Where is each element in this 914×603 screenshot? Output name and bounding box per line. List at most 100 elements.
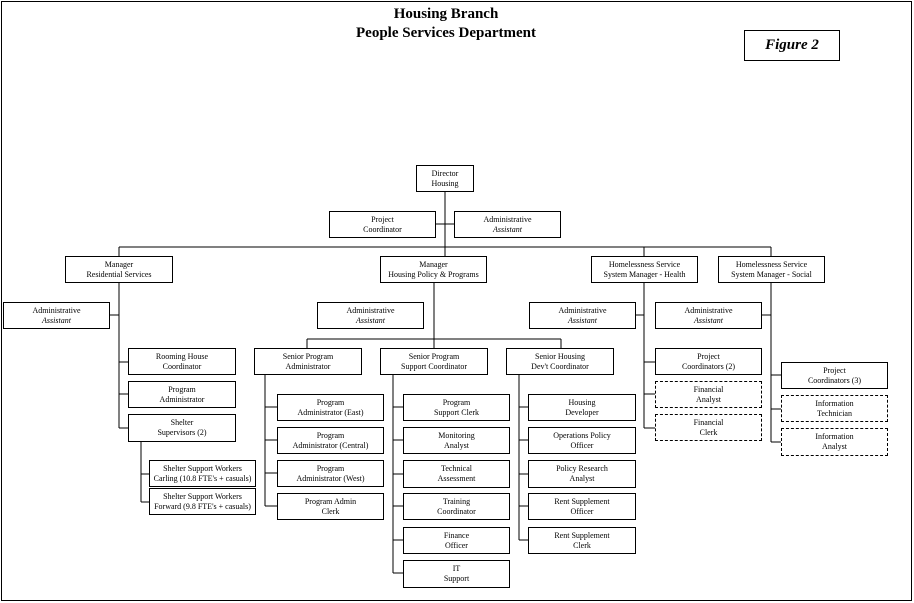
box-prog-admin-clerk-line1: Program Admin xyxy=(304,496,357,506)
box-shelter-supervisors-line1: Shelter xyxy=(170,418,194,427)
box-senior-housing-dev-line1: Senior Housing xyxy=(535,351,585,361)
chart-subtitle: People Services Department xyxy=(356,25,536,41)
box-rent-supplement-officer-line1: Rent Supplement xyxy=(554,496,610,506)
box-rent-supplement-clerk: Rent Supplement Clerk xyxy=(528,527,636,554)
box-senior-program-admin-line2: Administrator xyxy=(285,361,331,371)
box-training-coordinator-line1: Training xyxy=(442,496,471,506)
box-shelter-supervisors-line2: Supervisors (2) xyxy=(157,428,207,437)
box-info-technician-line2: Technician xyxy=(817,408,852,418)
box-prog-admin-west-line2: Administrator (West) xyxy=(296,473,365,483)
box-project-coord-health-line1: Project xyxy=(697,351,720,361)
box-admin-asst-health-line1: Administrative xyxy=(558,305,607,315)
box-project-coord-social: Project Coordinators (3) xyxy=(781,362,888,389)
box-project-coord-health-line2: Coordinators (2) xyxy=(681,361,736,371)
box-senior-housing-dev-line2: Dev't Coordinator xyxy=(531,361,589,371)
box-admin-asst-policy-line1: Administrative xyxy=(346,305,395,315)
box-senior-program-support-line2: Support Coordinator xyxy=(401,361,467,371)
box-manager-policy-line2: Housing Policy & Programs xyxy=(388,269,479,279)
box-operations-policy: Operations Policy Officer xyxy=(528,427,636,454)
box-admin-assistant-top-line2: Assistant xyxy=(493,224,522,234)
box-shelter-forward-line2: Forward (9.8 FTE's + casuals) xyxy=(154,501,251,511)
box-prog-support-clerk: Program Support Clerk xyxy=(403,394,510,421)
box-admin-asst-health-line2: Assistant xyxy=(568,315,597,325)
box-manager-health-line1: Homelessness Service xyxy=(608,259,681,269)
box-prog-admin-east-line2: Administrator (East) xyxy=(297,407,364,417)
box-manager-residential-line2: Residential Services xyxy=(86,269,152,279)
box-prog-support-clerk-line2: Support Clerk xyxy=(433,407,480,417)
box-rent-supplement-officer-line2: Officer xyxy=(570,506,594,516)
box-admin-asst-social: Administrative Assistant xyxy=(655,302,762,329)
box-prog-admin-west: Program Administrator (West) xyxy=(277,460,384,487)
box-policy-research-line1: Policy Research xyxy=(556,464,608,473)
box-prog-admin-central-line1: Program xyxy=(316,430,345,440)
box-it-support-line1: IT xyxy=(452,564,461,573)
box-admin-asst-social-line2: Assistant xyxy=(694,315,723,325)
box-manager-health-line2: System Manager - Health xyxy=(603,269,686,279)
box-rent-supplement-clerk-line1: Rent Supplement xyxy=(554,530,610,540)
box-finance-officer-line2: Officer xyxy=(445,540,468,550)
box-shelter-forward: Shelter Support Workers Forward (9.8 FTE… xyxy=(149,488,256,515)
box-senior-program-support: Senior Program Support Coordinator xyxy=(380,348,488,375)
box-rooming-house-line1: Rooming House xyxy=(155,351,209,361)
box-info-analyst-line1: Information xyxy=(815,432,854,441)
box-info-analyst: Information Analyst xyxy=(781,428,888,456)
figure-label: Figure 2 xyxy=(744,30,840,61)
box-rent-supplement-officer: Rent Supplement Officer xyxy=(528,493,636,520)
box-admin-assistant-top: Administrative Assistant xyxy=(454,211,561,238)
box-manager-policy: Manager Housing Policy & Programs xyxy=(380,256,487,283)
box-prog-admin-clerk-line2: Clerk xyxy=(321,506,340,516)
box-operations-policy-line1: Operations Policy xyxy=(553,430,611,440)
box-monitoring-analyst-line1: Monitoring xyxy=(438,430,475,440)
box-financial-analyst-line2: Analyst xyxy=(696,394,721,404)
box-manager-social: Homelessness Service System Manager - So… xyxy=(718,256,825,283)
box-director: Director Housing xyxy=(416,165,474,192)
box-it-support-line2: Support xyxy=(443,574,470,583)
box-senior-program-admin-line1: Senior Program xyxy=(282,351,334,361)
box-prog-admin-central: Program Administrator (Central) xyxy=(277,427,384,454)
box-financial-clerk-line2: Clerk xyxy=(699,427,718,437)
box-finance-officer: Finance Officer xyxy=(403,527,510,554)
box-it-support: IT Support xyxy=(403,560,510,588)
box-admin-asst-residential-line1: Administrative xyxy=(32,305,81,315)
box-senior-program-support-line1: Senior Program xyxy=(408,351,460,361)
box-shelter-forward-line1: Shelter Support Workers xyxy=(163,491,242,501)
box-info-technician: Information Technician xyxy=(781,395,888,422)
box-rent-supplement-clerk-line2: Clerk xyxy=(573,540,591,550)
box-housing-developer: Housing Developer xyxy=(528,394,636,421)
box-financial-clerk-line1: Financial xyxy=(693,417,724,427)
box-manager-social-line2: System Manager - Social xyxy=(731,269,812,279)
box-prog-admin-east-line1: Program xyxy=(316,397,345,407)
box-financial-analyst: Financial Analyst xyxy=(655,381,762,408)
box-manager-residential: Manager Residential Services xyxy=(65,256,173,283)
box-admin-assistant-top-line1: Administrative xyxy=(483,214,532,224)
box-director-line2: Housing xyxy=(431,178,459,188)
box-director-line1: Director xyxy=(431,168,459,178)
box-shelter-carling: Shelter Support Workers Carling (10.8 FT… xyxy=(149,460,256,487)
box-policy-research-line2: Analyst xyxy=(569,474,595,483)
box-finance-officer-line1: Finance xyxy=(443,530,470,540)
box-prog-admin-central-line2: Administrator (Central) xyxy=(292,440,369,450)
box-admin-asst-residential: Administrative Assistant xyxy=(3,302,110,329)
box-technical-assessment: Technical Assessment xyxy=(403,460,510,488)
box-prog-admin-west-line1: Program xyxy=(316,463,345,473)
box-manager-social-line1: Homelessness Service xyxy=(735,259,808,269)
box-info-analyst-line2: Analyst xyxy=(822,442,847,451)
box-shelter-carling-line1: Shelter Support Workers xyxy=(163,463,242,473)
box-rooming-house: Rooming House Coordinator xyxy=(128,348,236,375)
box-training-coordinator-line2: Coordinator xyxy=(437,506,476,516)
box-project-coordinator: Project Coordinator xyxy=(329,211,436,238)
box-program-admin-residential-line1: Program xyxy=(168,384,196,394)
box-project-coord-social-line1: Project xyxy=(823,365,846,375)
box-project-coordinator-line2: Coordinator xyxy=(363,224,402,234)
box-technical-assessment-line2: Assessment xyxy=(437,474,476,483)
box-training-coordinator: Training Coordinator xyxy=(403,493,510,520)
box-senior-program-admin: Senior Program Administrator xyxy=(254,348,362,375)
box-shelter-supervisors: Shelter Supervisors (2) xyxy=(128,414,236,442)
box-prog-admin-east: Program Administrator (East) xyxy=(277,394,384,421)
box-admin-asst-social-line1: Administrative xyxy=(684,305,733,315)
box-admin-asst-health: Administrative Assistant xyxy=(529,302,636,329)
box-admin-asst-policy: Administrative Assistant xyxy=(317,302,424,329)
box-project-coordinator-line1: Project xyxy=(371,214,394,224)
